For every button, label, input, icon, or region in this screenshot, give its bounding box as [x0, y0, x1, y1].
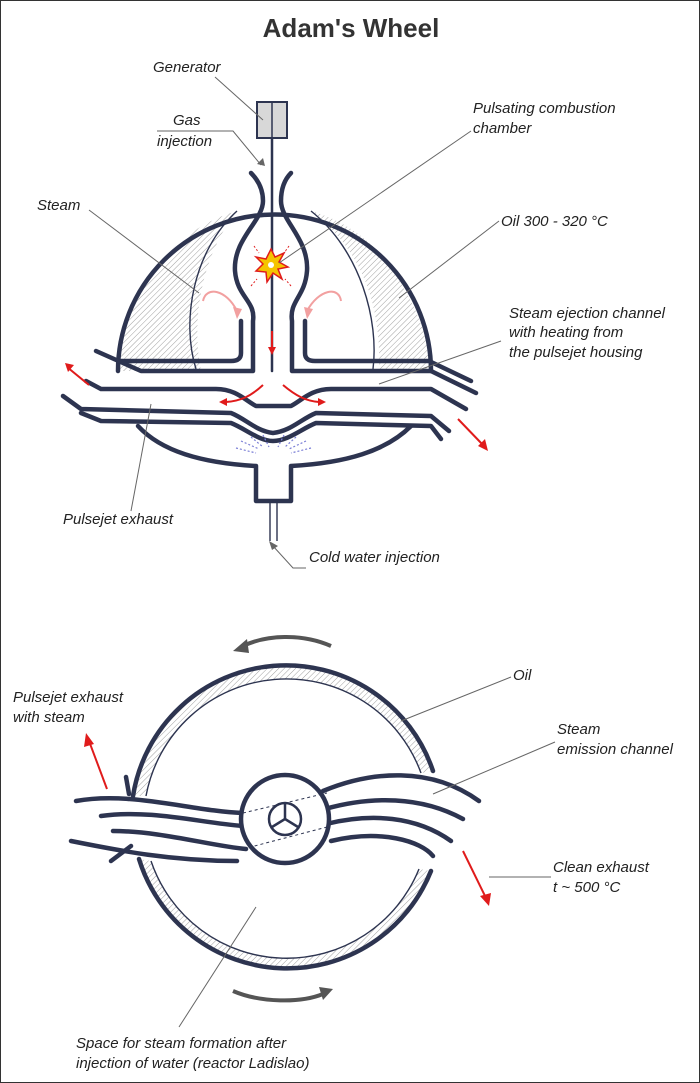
label-emission-line2: emission channel: [557, 741, 674, 758]
oil-layer-left: [118, 211, 237, 371]
label-ejection-line1: Steam ejection channel: [509, 305, 666, 322]
top-view-diagram: Oil Pulsejet exhaust with steam Steam em…: [13, 635, 674, 1072]
label-clean-exhaust-line2: t ~ 500 °C: [553, 879, 620, 896]
steam-swirl-right: [306, 290, 342, 312]
inner-shell-left: [189, 210, 238, 370]
label-gas-line1: Gas: [173, 112, 201, 129]
label-clean-exhaust-line1: Clean exhaust: [553, 859, 650, 876]
emission-channel-inner: [98, 798, 466, 829]
label-steam: Steam: [37, 197, 80, 214]
lower-left-fin: [108, 843, 134, 864]
label-oil: Oil: [513, 667, 532, 684]
label-exhaust-steam-line2: with steam: [13, 709, 85, 726]
side-view-diagram: Generator Gas injection Pulsating combus…: [37, 59, 666, 569]
label-pulsating-line1: Pulsating combustion: [473, 100, 616, 117]
oil-layer-right: [311, 211, 429, 371]
hub-dashed-guides: [242, 792, 328, 850]
oil-ring-upper: [133, 665, 433, 796]
wheel-outer-lower: [136, 856, 434, 971]
lower-chamber: [135, 423, 414, 504]
steam-swirl-left-head: [233, 307, 242, 319]
exhaust-duct-bottom: [78, 410, 444, 444]
flow-arrows-top: [65, 331, 488, 451]
label-exhaust-steam-line1: Pulsejet exhaust: [13, 689, 124, 706]
label-cold-water-injection: Cold water injection: [309, 549, 440, 566]
hub-spokes: [271, 804, 299, 829]
label-gas-line2: injection: [157, 133, 212, 150]
steam-swirl-left: [202, 290, 238, 312]
wheel-inner-lower: [150, 860, 420, 959]
label-space-line2: injection of water (reactor Ladislao): [76, 1055, 309, 1072]
wheel-inner-upper: [145, 678, 422, 797]
label-pulsating-line2: chamber: [473, 120, 532, 137]
exhaust-duct-upper: [83, 378, 469, 412]
exhaust-channel-inner: [110, 815, 454, 852]
steam-channel-right-inner: [302, 318, 474, 384]
exhaust-channel-outer: [68, 833, 436, 864]
label-ejection-line3: the pulsejet housing: [509, 344, 643, 361]
label-ejection-line2: with heating from: [509, 324, 623, 341]
rotation-arrows: [232, 635, 333, 1003]
label-space-line1: Space for steam formation after: [76, 1035, 287, 1052]
label-generator: Generator: [153, 59, 222, 76]
emission-channel-outer: [73, 773, 482, 816]
wheel-outer-upper: [130, 663, 436, 799]
label-emission-line1: Steam: [557, 721, 600, 738]
steam-channel-left-inner: [118, 318, 244, 364]
upper-left-fin: [123, 774, 132, 797]
label-pulsejet-exhaust: Pulsejet exhaust: [63, 511, 174, 528]
combustion-chamber-left-wall: [93, 170, 266, 374]
page-title: Adam's Wheel: [263, 13, 440, 43]
top-leader-lines: [88, 76, 502, 569]
oil-ring-lower: [139, 859, 431, 969]
inner-shell-right: [310, 210, 375, 370]
combustion-chamber-right-wall: [278, 170, 479, 396]
cold-water-pipe: [269, 501, 278, 541]
flow-arrows-bottom: [84, 733, 491, 906]
exhaust-duct-lower: [60, 393, 452, 436]
bottom-leader-lines: [178, 676, 556, 1028]
steam-swirl-right-head: [304, 307, 313, 319]
water-spray-icon: [235, 434, 312, 454]
label-oil-temperature: Oil 300 - 320 °C: [501, 213, 608, 230]
wheel-dome: [115, 212, 434, 374]
explosion-icon: [250, 245, 292, 287]
